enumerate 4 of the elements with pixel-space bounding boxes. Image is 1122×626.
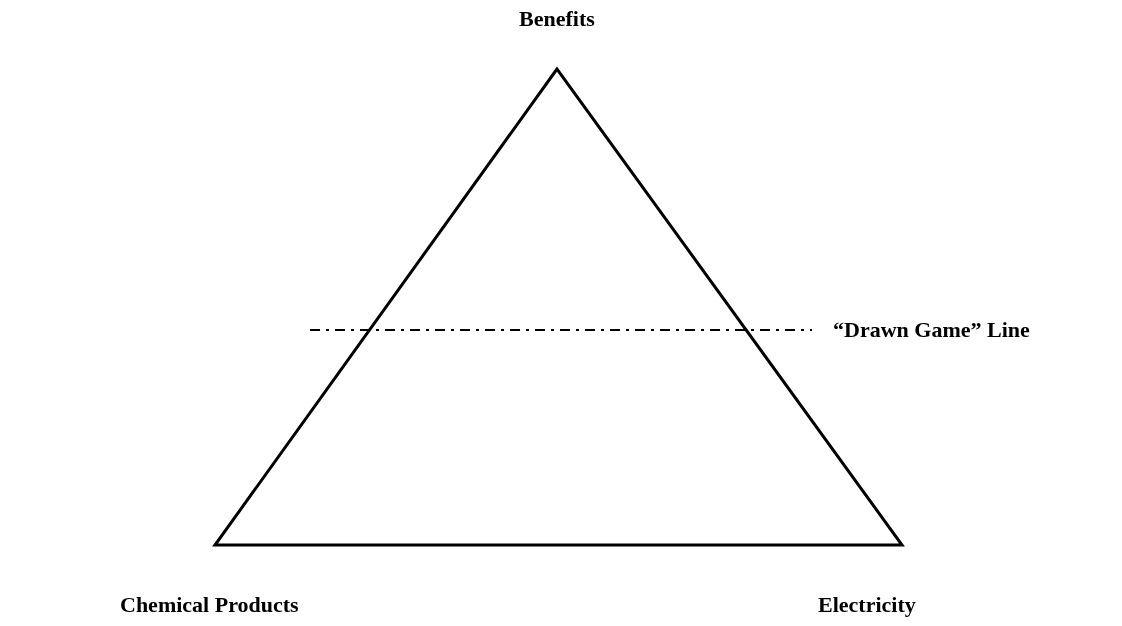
line-label: “Drawn Game” Line <box>833 317 1030 343</box>
corner-label: Chemical Products <box>120 592 299 618</box>
corner-label: Electricity <box>818 592 916 618</box>
corner-label: Benefits <box>519 6 595 32</box>
